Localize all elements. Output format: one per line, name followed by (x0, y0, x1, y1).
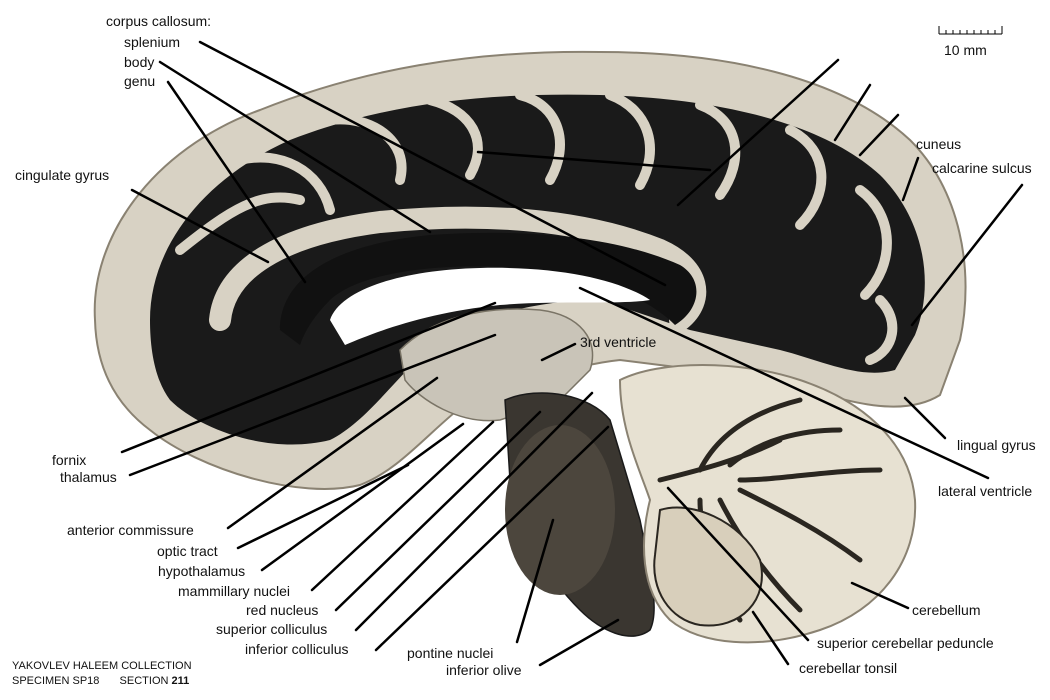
label-fornix: fornix (52, 452, 87, 468)
label-hypothalamus: hypothalamus (158, 563, 246, 579)
leader-calcarine (910, 183, 1024, 327)
label-body: body (124, 54, 155, 70)
gyri-folds (175, 90, 898, 365)
credit-collection: YAKOVLEV HALEEM COLLECTION (12, 660, 192, 672)
leader-cuneus (901, 156, 920, 202)
label-inferior-colliculus: inferior colliculus (245, 641, 349, 657)
leader-tonsil (751, 610, 790, 666)
label-anterior-commissure: anterior commissure (67, 522, 194, 538)
leader-inferior-olive (538, 618, 620, 667)
leader-3rd-ventricle (540, 342, 577, 362)
label-inferior-olive: inferior olive (446, 662, 522, 678)
credit-specimen: SPECIMEN SP18 (12, 675, 100, 687)
leader-gyrus-2 (833, 83, 872, 142)
label-cerebellar-tonsil: cerebellar tonsil (799, 660, 898, 676)
leader-cerebellum (850, 581, 910, 610)
arbor-vitae (657, 397, 883, 623)
leader-thalamus (128, 333, 497, 477)
leader-mammillary (310, 420, 495, 592)
leader-cingulate (130, 188, 270, 264)
lateral-ventricle-shape (330, 267, 650, 345)
scale-bar (938, 26, 1003, 35)
credit-specimen-line: SPECIMEN SP18 SECTION 211 (12, 675, 189, 688)
label-mammillary-nuclei: mammillary nuclei (178, 583, 291, 599)
label-pontine-nuclei: pontine nuclei (407, 645, 494, 661)
label-lingual-gyrus: lingual gyrus (957, 437, 1036, 453)
leader-lateral-ventricle (578, 286, 990, 480)
leader-red-nucleus (334, 410, 542, 612)
leader-gyrus-3 (858, 113, 900, 157)
credit-section-label: SECTION (119, 675, 169, 687)
leader-lines (120, 40, 1024, 667)
label-thalamus: thalamus (60, 469, 117, 485)
credit-section-number: 211 (171, 675, 190, 687)
leader-inferior-colliculus (374, 425, 610, 652)
label-calcarine-sulcus: calcarine sulcus (932, 160, 1032, 176)
label-cuneus: cuneus (916, 136, 962, 152)
scale-bar-label: 10 mm (944, 42, 987, 58)
pons (505, 425, 615, 595)
leader-optic-tract (236, 463, 410, 550)
leader-splenium (198, 40, 667, 287)
label-3rd-ventricle: 3rd ventricle (580, 334, 657, 350)
leader-lingual (903, 396, 947, 440)
leader-sulcus-1 (476, 150, 712, 172)
label-cingulate-gyrus: cingulate gyrus (15, 167, 110, 183)
leader-body (158, 60, 432, 234)
leader-genu (166, 80, 307, 284)
label-splenium: splenium (124, 34, 181, 50)
leader-scp (666, 486, 810, 642)
label-genu: genu (124, 73, 156, 89)
label-cerebellum: cerebellum (912, 602, 981, 618)
leader-gyrus-1 (676, 58, 840, 207)
label-superior-cerebellar-peduncle: superior cerebellar peduncle (817, 635, 994, 651)
label-corpus-callosum: corpus callosum: (106, 13, 212, 29)
leader-pontine (515, 518, 555, 644)
leader-hypothalamus (260, 422, 465, 572)
label-optic-tract: optic tract (157, 543, 218, 559)
leader-anterior-commissure (226, 376, 439, 530)
corpus-callosum (280, 232, 697, 345)
tonsil (653, 506, 763, 627)
label-superior-colliculus: superior colliculus (216, 621, 328, 637)
label-red-nucleus: red nucleus (246, 602, 319, 618)
leader-superior-colliculus (354, 391, 594, 632)
label-lateral-ventricle: lateral ventricle (938, 483, 1033, 499)
leader-fornix (120, 301, 497, 454)
